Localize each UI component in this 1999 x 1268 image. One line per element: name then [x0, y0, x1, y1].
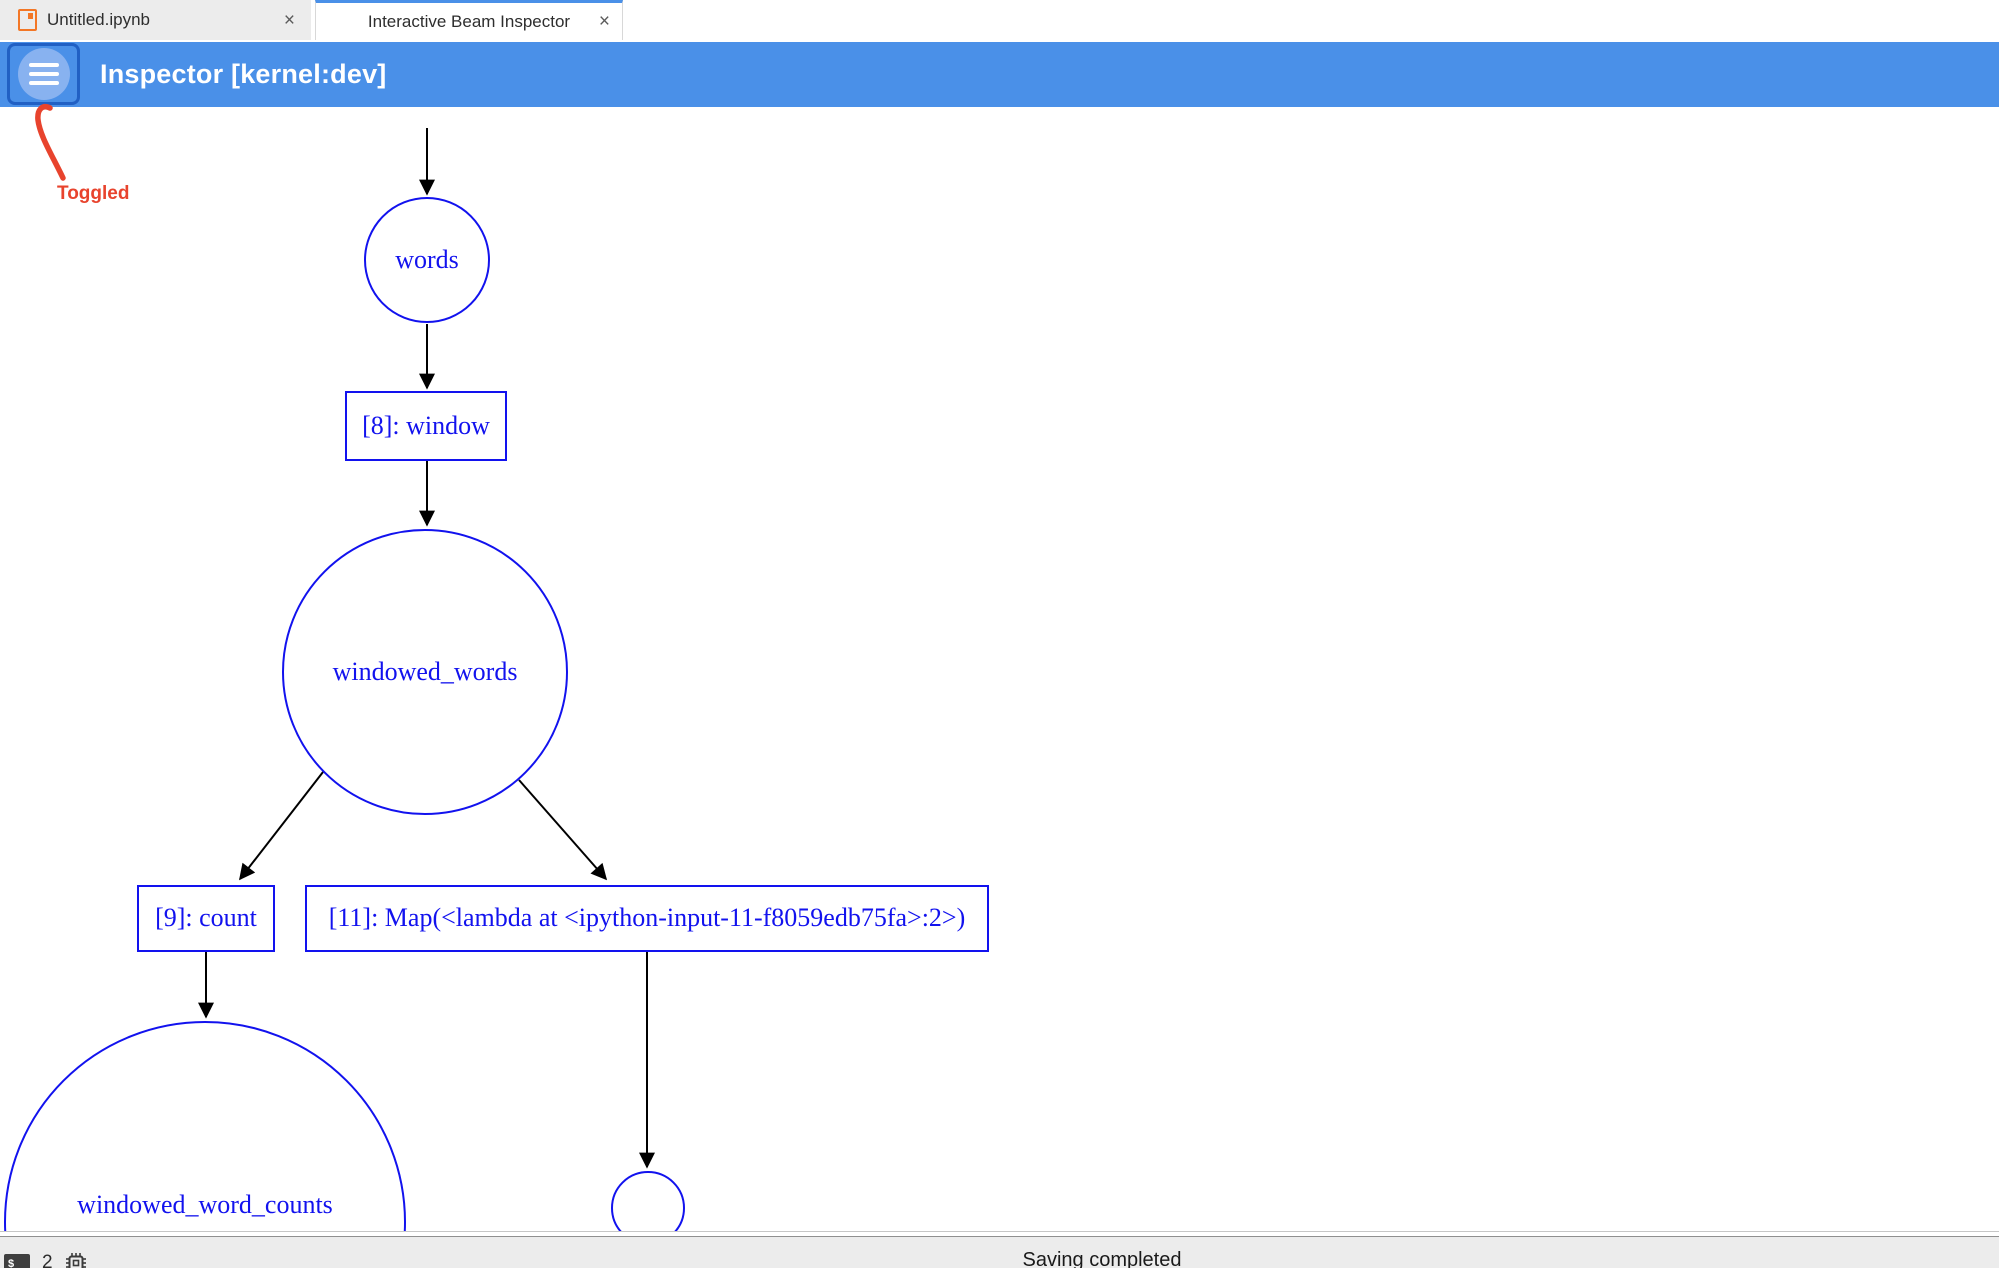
annotation-label: Toggled: [57, 183, 130, 204]
status-bar-left: $ 2: [4, 1252, 87, 1268]
node-count-shape[interactable]: [137, 885, 275, 952]
close-icon[interactable]: ×: [598, 11, 610, 32]
tab-bar: Untitled.ipynb × Interactive Beam Inspec…: [0, 0, 1999, 40]
inspector-header: Inspector [kernel:dev]: [0, 42, 1999, 107]
close-icon[interactable]: ×: [283, 9, 295, 31]
page-title: Inspector [kernel:dev]: [100, 59, 387, 89]
node-window-label: [8]: window: [362, 411, 490, 440]
terminal-session-count[interactable]: 2: [42, 1252, 53, 1268]
node-window-shape[interactable]: [345, 391, 507, 461]
tab-untitled-ipynb[interactable]: Untitled.ipynb ×: [0, 0, 313, 40]
node-map-label: [11]: Map(<lambda at <ipython-input-11-f…: [329, 903, 966, 932]
node-windowed-words-label: windowed_words: [333, 657, 518, 686]
status-message: Saving completed: [1022, 1249, 1182, 1268]
node-windowed-word-counts[interactable]: windowed_word_counts: [4, 1021, 406, 1232]
menu-toggle-button[interactable]: [7, 43, 80, 105]
node-words-shape[interactable]: [364, 197, 490, 323]
tab-label: Untitled.ipynb: [47, 10, 151, 29]
notebook-icon: [18, 9, 37, 31]
node-anonymous[interactable]: [611, 1171, 685, 1232]
pipeline-graph: words [8]: window windowed_words [9]: co…: [4, 128, 989, 1232]
terminal-icon[interactable]: $: [4, 1254, 30, 1268]
tab-interactive-beam-inspector[interactable]: Interactive Beam Inspector ×: [315, 0, 623, 40]
menu-icon: [17, 48, 70, 100]
content-bottom-divider: [0, 1231, 1999, 1232]
node-windowed-word-counts-label: windowed_word_counts: [77, 1190, 333, 1219]
node-windowed-words-shape[interactable]: [282, 529, 568, 815]
node-windowed-words[interactable]: windowed_words: [282, 529, 568, 815]
edge-windowedwords-count: [239, 771, 324, 881]
node-words[interactable]: words: [364, 197, 490, 323]
tab-label: Interactive Beam Inspector: [367, 11, 571, 31]
node-window[interactable]: [8]: window: [345, 391, 507, 461]
node-words-label: words: [395, 245, 459, 274]
pipeline-edges: [198, 128, 655, 1169]
edge-windowedwords-map: [518, 779, 608, 881]
node-count-label: [9]: count: [155, 903, 258, 932]
status-bar: $ 2 Saving completed: [0, 1236, 1999, 1268]
node-map-shape[interactable]: [305, 885, 989, 952]
node-anonymous-shape[interactable]: [611, 1171, 685, 1232]
kernel-icon[interactable]: [65, 1252, 87, 1268]
node-map[interactable]: [11]: Map(<lambda at <ipython-input-11-f…: [305, 885, 989, 952]
node-windowed-word-counts-shape[interactable]: [4, 1021, 406, 1232]
node-count[interactable]: [9]: count: [137, 885, 275, 952]
